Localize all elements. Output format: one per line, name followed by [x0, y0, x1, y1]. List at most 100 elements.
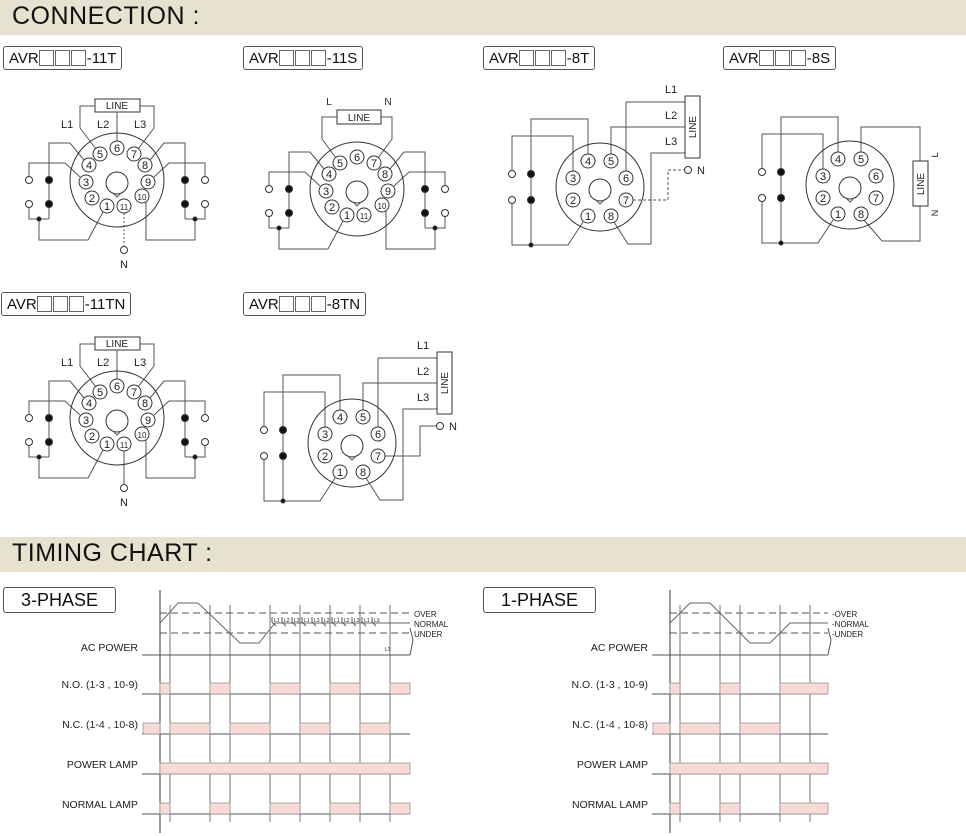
pin-8 — [603, 208, 619, 224]
pin-2 — [84, 190, 100, 206]
wire — [780, 116, 839, 243]
model-label-11tn: AVR-11TN — [1, 292, 132, 316]
open-contact — [758, 194, 766, 202]
socket-key-notch — [112, 192, 122, 198]
closed-contact — [45, 414, 53, 422]
pin-10 — [134, 426, 150, 442]
pulse — [229, 722, 271, 735]
neutral-wire — [633, 169, 684, 201]
junction-dot — [192, 216, 198, 222]
wire — [153, 400, 206, 416]
closed-contact — [279, 426, 287, 434]
pulse — [169, 722, 211, 735]
open-contact — [201, 438, 209, 446]
neutral-terminal — [120, 246, 128, 254]
junction-dot — [778, 240, 784, 246]
phase-drop-mark — [331, 617, 337, 627]
junction-dot — [528, 242, 534, 248]
open-contact — [441, 185, 449, 193]
row-label: N.O. (1-3 , 10-9) — [62, 679, 138, 691]
row-label: NORMAL LAMP — [572, 799, 648, 811]
pin-7 — [618, 192, 634, 208]
pin-1 — [332, 464, 348, 480]
pin-8 — [853, 206, 869, 222]
socket-key-hub — [588, 178, 612, 202]
pin-label: 7 — [131, 149, 137, 161]
pulse — [159, 682, 171, 695]
open-contact — [260, 452, 268, 460]
row-label: POWER LAMP — [67, 759, 138, 771]
line-label: LINE — [348, 113, 371, 124]
l1-label: L1 — [417, 340, 429, 352]
wire — [282, 374, 341, 501]
pin-9 — [380, 183, 396, 199]
socket-key-hub — [340, 434, 364, 458]
pulse — [209, 682, 231, 695]
wire — [263, 391, 326, 427]
pin-label: 4 — [86, 160, 92, 172]
phase-drop-mark — [281, 617, 287, 627]
pin-label: 11 — [360, 212, 369, 221]
socket-key-notch — [112, 430, 122, 436]
pin-4 — [830, 151, 846, 167]
pin-4 — [81, 395, 97, 411]
phase-drop-mark — [371, 617, 377, 627]
pin-label: 6 — [623, 173, 629, 185]
line-label: LINE — [440, 372, 451, 395]
line-box — [684, 95, 701, 159]
n-label: N — [120, 259, 128, 271]
pin-label: 9 — [385, 186, 391, 198]
phase-drop-mark — [321, 617, 327, 627]
phase-marker: L1 — [334, 618, 340, 624]
junction-dot — [192, 454, 198, 460]
closed-contact — [181, 414, 189, 422]
model-suffix: -8T — [566, 49, 590, 67]
pulse — [359, 722, 391, 735]
phase-label-3: 3-PHASE — [3, 587, 116, 613]
level-label-over: -OVER — [832, 610, 858, 619]
open-contact — [25, 176, 33, 184]
wire — [530, 118, 589, 245]
phase-drop-mark — [271, 617, 277, 627]
pin-2 — [565, 192, 581, 208]
phase-marker: L2 — [324, 618, 330, 624]
pin-2 — [84, 428, 100, 444]
pin-5 — [603, 153, 619, 169]
pin-9 — [140, 412, 156, 428]
pin-6 — [109, 378, 125, 394]
phase-drop-mark — [311, 617, 317, 627]
wire — [365, 408, 437, 501]
socket-body — [307, 398, 397, 488]
closed-contact — [285, 185, 293, 193]
pin-label: 3 — [83, 415, 89, 427]
pin-label: 10 — [378, 202, 387, 211]
pin-3 — [78, 174, 94, 190]
closed-contact — [45, 176, 53, 184]
wire — [28, 446, 49, 458]
pulse — [779, 802, 829, 815]
pin-8 — [137, 157, 153, 173]
wire — [79, 105, 97, 150]
pin-label: 8 — [142, 160, 148, 172]
pin-8 — [355, 464, 371, 480]
closed-contact — [45, 200, 53, 208]
pin-label: 6 — [114, 143, 120, 155]
closed-contact — [527, 170, 535, 178]
pin-label: 6 — [354, 152, 360, 164]
l-label: L — [326, 97, 332, 108]
pulse — [329, 802, 361, 815]
closed-contact — [181, 200, 189, 208]
neutral-wire — [385, 425, 436, 457]
phase-marker: L3 — [294, 618, 300, 624]
pulse — [269, 802, 301, 815]
pin-11 — [116, 198, 132, 214]
phase-marker: L2 — [284, 618, 290, 624]
pulse — [669, 762, 829, 775]
phase-marker: L3 — [314, 618, 320, 624]
wire — [79, 343, 97, 388]
model-label-11s: AVR-11S — [243, 46, 364, 70]
pin-6 — [618, 170, 634, 186]
